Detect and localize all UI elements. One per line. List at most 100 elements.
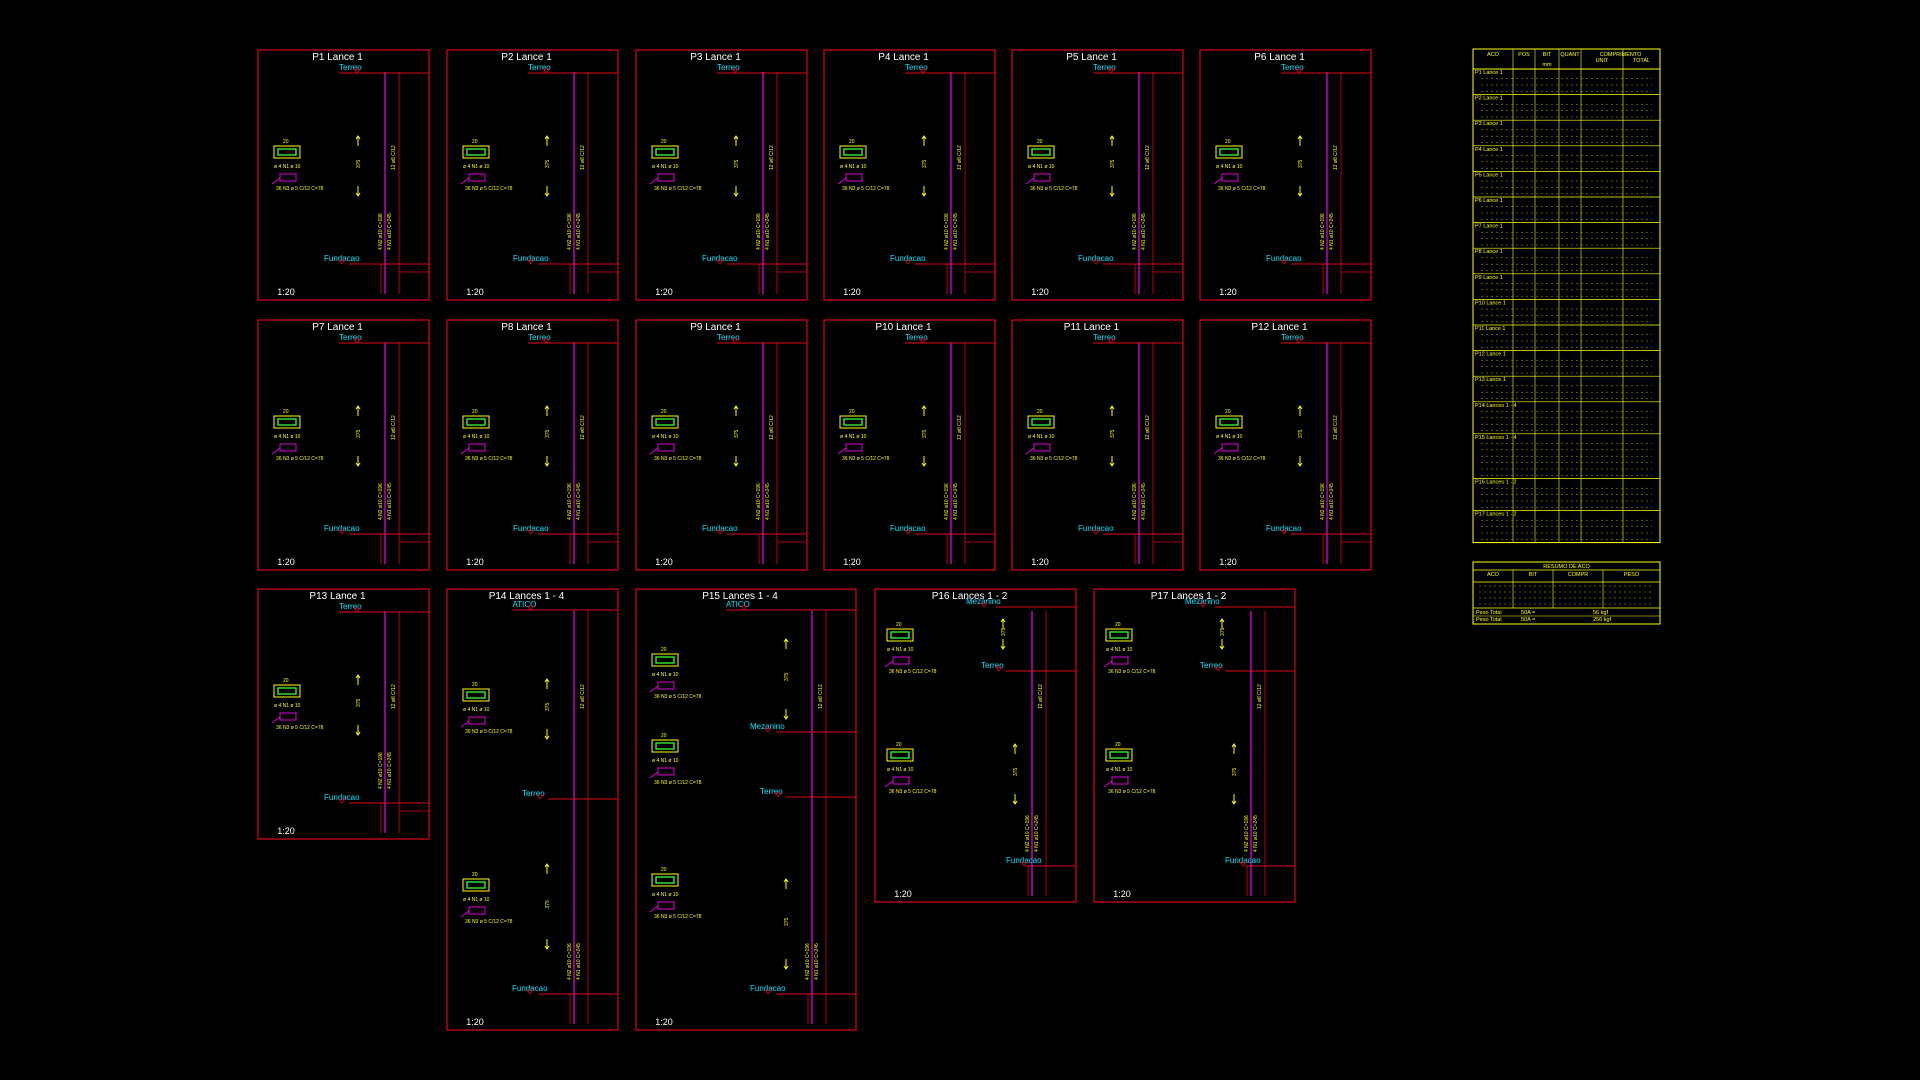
arrow-down-icon xyxy=(1012,800,1018,805)
stirrup-label: ø 4 N1 ø 10 xyxy=(274,164,301,170)
rebar-cage xyxy=(1031,148,1051,156)
sheet-frame xyxy=(446,588,619,1031)
stirrup-hook xyxy=(649,685,659,693)
rebar-cage xyxy=(655,876,675,884)
column-section xyxy=(839,145,867,159)
sheet-frame xyxy=(1011,49,1184,301)
column-bar-label: 4 N2 ø10 C=196 xyxy=(378,213,384,250)
sheet-frame xyxy=(446,49,619,301)
level-triangle-icon xyxy=(980,602,988,608)
stirrup-hook xyxy=(649,447,659,455)
column-section xyxy=(1215,415,1243,429)
rebar-cage xyxy=(890,631,910,639)
level-triangle-icon xyxy=(995,666,1003,672)
sheet-frame xyxy=(257,49,430,301)
level-triangle-icon xyxy=(526,605,535,611)
column-bar-label: 4 N1 ø10 C=245 xyxy=(814,943,820,980)
stirrup-label: ø 4 N1 ø 10 xyxy=(652,892,679,898)
column-bar-label: 4 N2 ø10 C=196 xyxy=(567,483,573,520)
dim-value: 375 xyxy=(922,159,928,168)
sheet-frame xyxy=(1199,49,1372,301)
stirrup-hook xyxy=(271,716,281,724)
level-label: Fundacao xyxy=(890,524,926,533)
level-label: Fundacao xyxy=(890,254,926,263)
column-bar-label: 4 N2 ø10 C=196 xyxy=(756,483,762,520)
stirrup-hook xyxy=(460,177,470,185)
sheet-scale: 1:20 xyxy=(655,1017,673,1027)
dim-value: 375 xyxy=(734,159,740,168)
dim-value: 375 xyxy=(1232,767,1238,776)
sheet-frame xyxy=(823,49,996,301)
bar-label: 36 N3 ø 5 C/12 C=78 xyxy=(842,186,890,192)
table-subheader-cell: UNIT xyxy=(1596,58,1609,64)
sheet-title: P3 Lance 1 xyxy=(690,52,741,63)
level-label: Fundacao xyxy=(1266,524,1302,533)
column-bar-label: 12 ø8 C/12 xyxy=(1145,145,1151,170)
bar-label: 36 N3 ø 5 C/12 C=78 xyxy=(1030,456,1078,462)
sheet-title: P2 Lance 1 xyxy=(501,52,552,63)
level-label: Fundacao xyxy=(702,254,738,263)
rebar-cage xyxy=(890,751,910,759)
stirrup-detail xyxy=(845,443,863,452)
column-bar-label: 4 N1 ø10 C=245 xyxy=(1329,483,1335,520)
stirrup-label: ø 4 N1 ø 10 xyxy=(1028,434,1055,440)
bar-label: 36 N3 ø 5 C/12 C=78 xyxy=(1218,456,1266,462)
sheet-frame xyxy=(823,319,996,571)
level-label: Terreo xyxy=(339,602,362,611)
level-triangle-icon xyxy=(1107,68,1115,74)
sheet-frame xyxy=(635,49,808,301)
column-section xyxy=(886,748,914,762)
stirrup-label: ø 4 N1 ø 10 xyxy=(1106,767,1133,773)
rebar-cage xyxy=(277,687,297,695)
summary-footer-value: 256 kgf xyxy=(1593,617,1612,623)
level-triangle-icon xyxy=(1092,529,1100,535)
level-triangle-icon xyxy=(353,607,361,613)
column-section xyxy=(651,145,679,159)
level-label: Terreo xyxy=(528,63,551,72)
arrow-up-icon xyxy=(355,674,361,679)
column-bar-label: 4 N2 ø10 C=196 xyxy=(378,752,384,789)
sheet-scale: 1:20 xyxy=(277,557,295,567)
stirrup-detail xyxy=(1221,443,1239,452)
column-bar-label: 4 N2 ø10 C=196 xyxy=(1025,815,1031,852)
column-section xyxy=(839,415,867,429)
column-section xyxy=(462,688,490,702)
level-triangle-icon xyxy=(526,989,534,995)
level-label: Terreo xyxy=(1093,63,1116,72)
dim-value: 375 xyxy=(1110,429,1116,438)
level-triangle-icon xyxy=(542,338,550,344)
level-triangle-icon xyxy=(1020,861,1028,867)
stirrup-hook xyxy=(1025,177,1035,185)
column-section xyxy=(462,878,490,892)
level-label: Mezanino xyxy=(966,597,1001,606)
section-dim: 20 xyxy=(661,647,667,653)
arrow-up-icon xyxy=(733,135,739,140)
stirrup-detail xyxy=(1111,656,1129,665)
column-section xyxy=(651,415,679,429)
level-label: Fundacao xyxy=(324,254,360,263)
dim-value: 375 xyxy=(356,698,362,707)
table-group-title: P9 Lance 1 xyxy=(1475,275,1503,281)
column-bar-label: 4 N2 ø10 C=196 xyxy=(567,213,573,250)
arrow-up-icon xyxy=(1109,405,1115,410)
stirrup-label: ø 4 N1 ø 10 xyxy=(652,672,679,678)
summary-header-cell: PESO xyxy=(1624,572,1640,578)
dim-value: 375 xyxy=(1001,627,1007,636)
arrow-up-icon xyxy=(355,135,361,140)
summary-footer-label: Peso Total xyxy=(1476,617,1502,623)
dim-value: 375 xyxy=(356,159,362,168)
table-group-title: P2 Lance 1 xyxy=(1475,96,1503,102)
stirrup-hook xyxy=(460,447,470,455)
column-bar-label: 12 ø8 C/12 xyxy=(769,145,775,170)
stirrup-label: ø 4 N1 ø 10 xyxy=(652,758,679,764)
level-triangle-icon xyxy=(731,68,739,74)
summary-title: RESUMO DE ACO xyxy=(1543,564,1590,570)
sheet-frame xyxy=(1199,319,1372,571)
table-group-title: P4 Lance 1 xyxy=(1475,147,1503,153)
stirrup-hook xyxy=(1213,447,1223,455)
level-label: Terreo xyxy=(717,63,740,72)
